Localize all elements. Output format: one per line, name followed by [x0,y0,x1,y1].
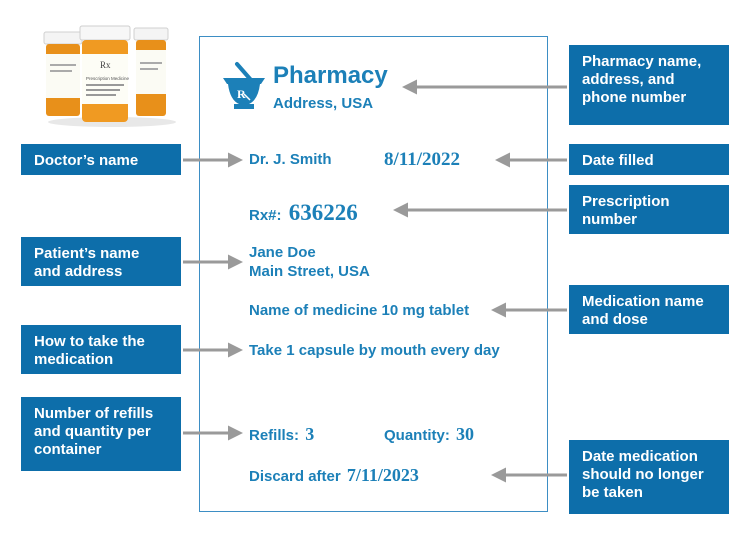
label-doctor-name-text: Doctor’s name [34,152,139,169]
label-refills-quantity: Number of refills and quantity per conta… [21,397,181,471]
quantity-label: Quantity: [384,427,450,444]
prescription-card [199,36,548,512]
label-patient-name-address: Patient’s name and address [21,237,181,286]
doctor-name: Dr. J. Smith [249,151,332,168]
refills-value: 3 [305,424,315,444]
label-how-to-take: How to take the medication [21,325,181,374]
svg-text:R: R [237,87,246,101]
pharmacy-address: Address, USA [273,95,374,112]
label-date-filled: Date filled [569,144,729,175]
bottle-label-text: Prescription Medicine [86,76,130,81]
label-how-to-take-text: How to take the medication [34,333,145,368]
patient-address: Main Street, USA [249,263,370,280]
discard-date: 7/11/2023 [346,465,419,485]
date-filled: 8/11/2022 [384,149,461,170]
patient-name: Jane Doe [249,244,316,261]
rx-label: Rx#: [249,207,282,224]
quantity-line: Quantity: 30 [384,424,474,445]
quantity-value: 30 [456,424,475,444]
bottle-rx-text: Rx [100,60,111,70]
label-doctor-name: Doctor’s name [21,144,181,175]
label-refills-quantity-text: Number of refills and quantity per conta… [34,405,154,458]
refills-label: Refills: [249,427,300,444]
directions: Take 1 capsule by mouth every day [249,342,500,359]
label-discard-date: Date medication should no longer be take… [569,440,729,514]
label-pharmacy-info-text: Pharmacy name, address, and phone number [582,53,702,106]
prescription-bottles-image: Rx Prescription Medicine [43,25,176,127]
label-medication-name-dose-text: Medication name and dose [582,293,704,328]
discard-line: Discard after 7/11/2023 [249,465,419,486]
label-pharmacy-info: Pharmacy name, address, and phone number [569,45,729,125]
label-prescription-number-text: Prescription number [582,193,670,228]
label-medication-name-dose: Medication name and dose [569,285,729,334]
label-patient-name-address-text: Patient’s name and address [34,245,140,280]
pharmacy-name: Pharmacy [273,62,388,89]
label-prescription-number: Prescription number [569,185,729,234]
discard-label: Discard after [249,468,341,485]
refills-line: Refills: 3 [249,424,314,445]
label-date-filled-text: Date filled [582,152,654,169]
rx-number-line: Rx#: 636226 [249,200,358,226]
mortar-pestle-rx-icon: R [223,62,265,109]
rx-number: 636226 [288,200,358,225]
medicine-name: Name of medicine 10 mg tablet [249,302,470,319]
label-discard-date-text: Date medication should no longer be take… [582,448,704,501]
